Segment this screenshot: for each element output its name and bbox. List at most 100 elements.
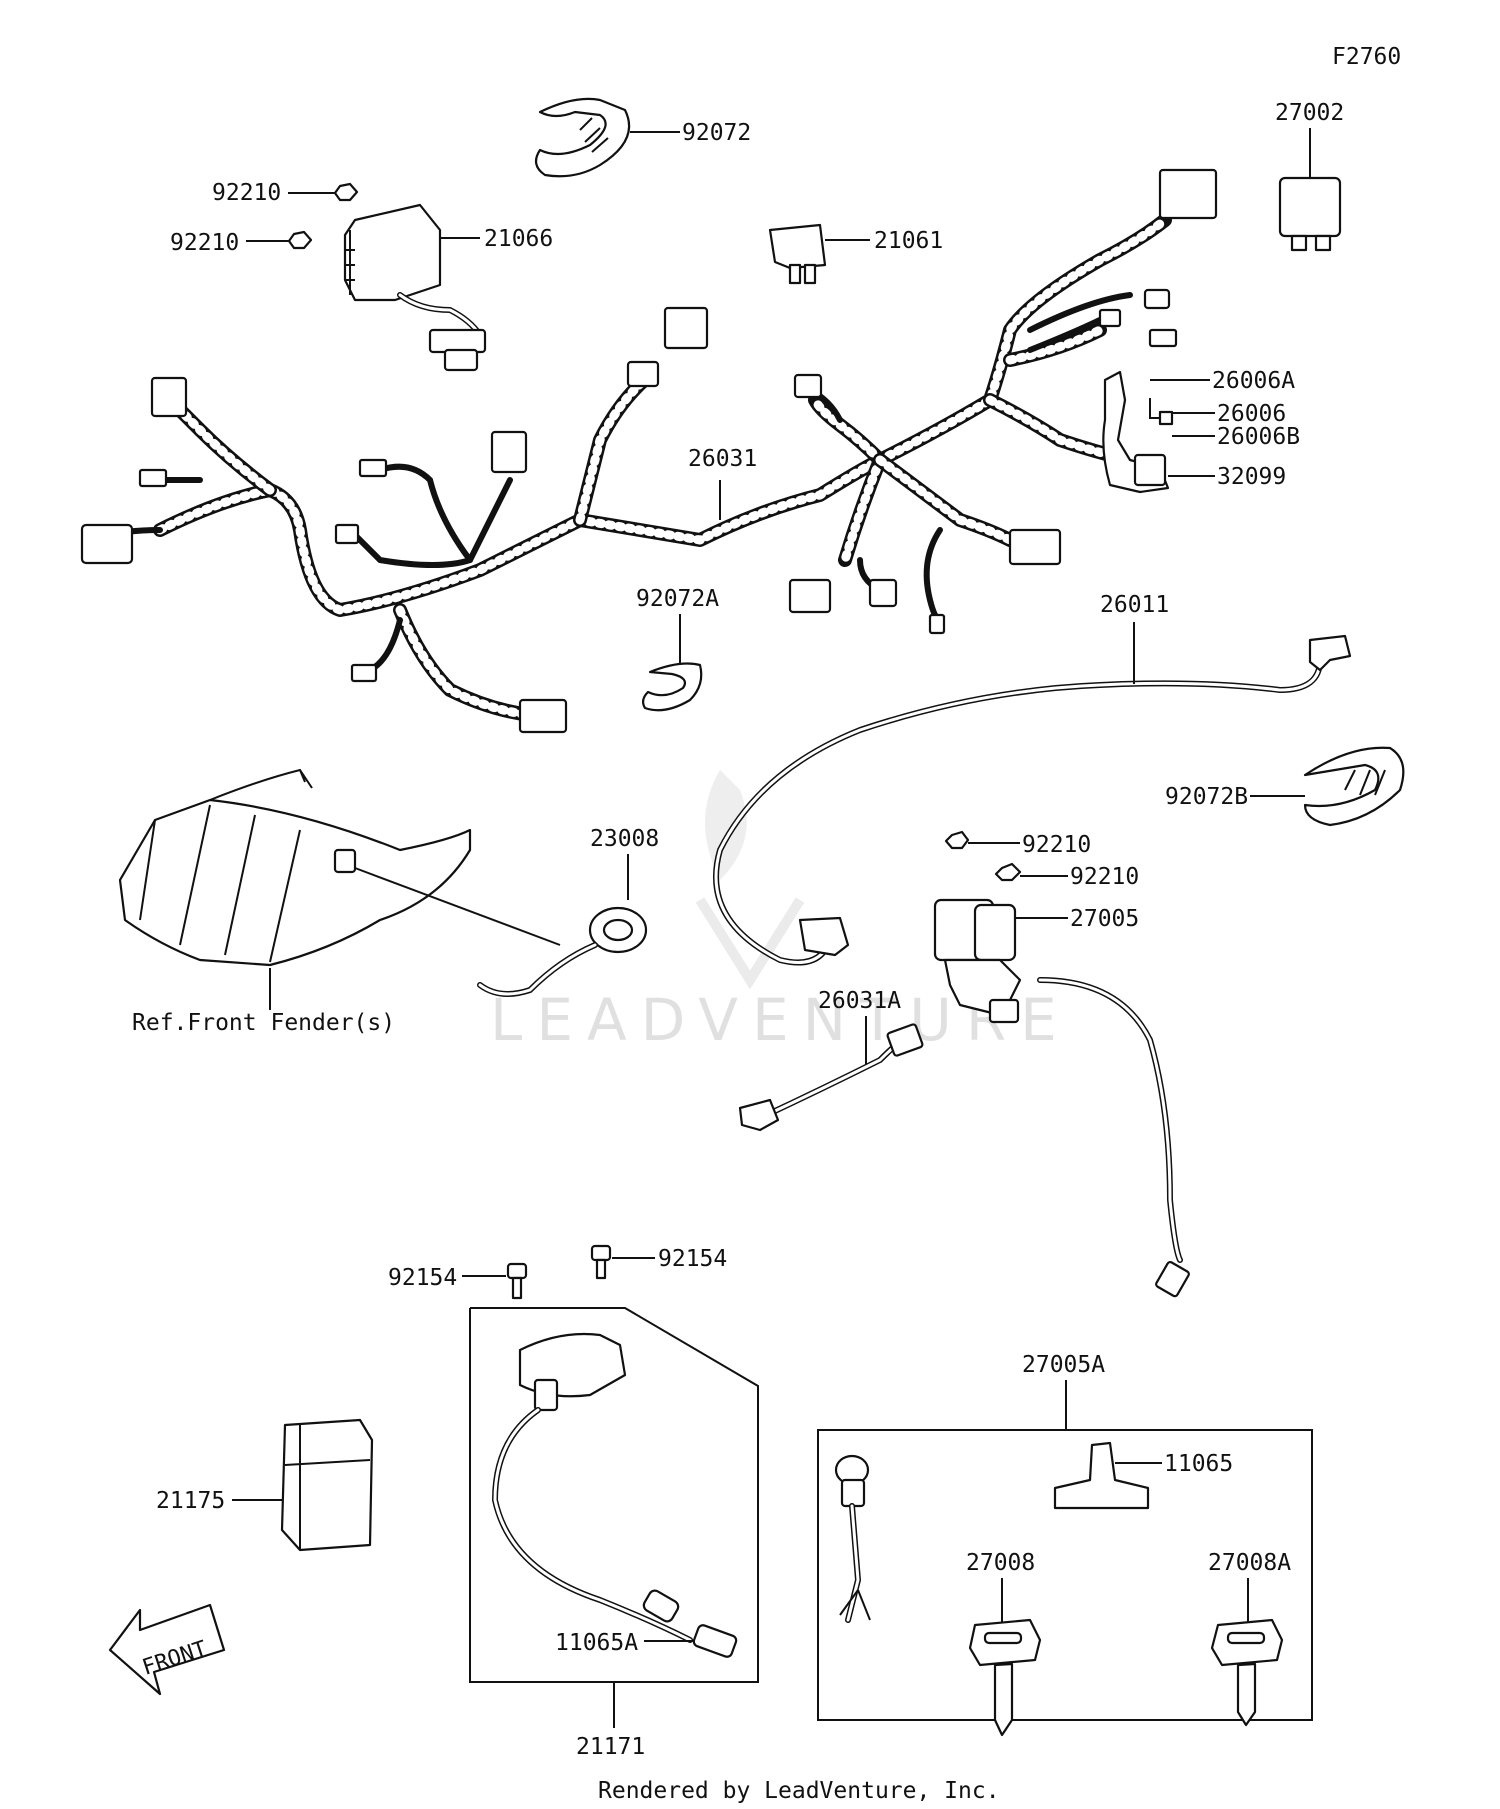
terminal-icon xyxy=(358,458,388,478)
fender-icon xyxy=(118,798,472,967)
label-ref-front-fender: Ref.Front Fender(s) xyxy=(132,1010,395,1036)
label-11065: 11065 xyxy=(1164,1451,1233,1477)
label-21061: 21061 xyxy=(874,228,943,254)
label-92072A: 92072A xyxy=(636,586,719,612)
label-32099: 32099 xyxy=(1217,464,1286,490)
connector-icon xyxy=(443,348,479,372)
connector-icon xyxy=(788,578,832,614)
label-27005: 27005 xyxy=(1070,906,1139,932)
label-21175: 21175 xyxy=(156,1488,225,1514)
part-26031A[interactable]: 26031A xyxy=(738,988,924,1132)
connector-icon xyxy=(150,376,188,418)
bracket-icon xyxy=(1102,370,1170,494)
connector-icon xyxy=(490,430,528,474)
label-26006A: 26006A xyxy=(1212,368,1295,394)
switch-icon xyxy=(1133,453,1167,487)
watermark-flame-icon xyxy=(705,770,747,880)
part-92210-d[interactable]: 92210 xyxy=(994,862,1139,890)
fuse-pin-icon xyxy=(788,263,802,285)
label-27005A: 27005A xyxy=(1022,1352,1105,1378)
part-92154-a[interactable]: 92154 xyxy=(388,1262,528,1300)
connector-icon xyxy=(1155,1261,1190,1298)
bolt-icon xyxy=(590,1244,612,1262)
terminal-icon xyxy=(798,916,850,957)
terminal-icon xyxy=(1148,328,1178,348)
part-92210-b[interactable]: 92210 xyxy=(170,230,313,256)
label-27008A: 27008A xyxy=(1208,1550,1291,1576)
spark-plug-cap-icon xyxy=(642,1589,680,1623)
fuse-pin-icon xyxy=(803,263,817,285)
label-26031: 26031 xyxy=(688,446,757,472)
terminal-icon xyxy=(334,523,360,545)
watermark-v-icon xyxy=(695,897,805,990)
label-92072B: 92072B xyxy=(1165,784,1248,810)
part-21061[interactable]: 21061 xyxy=(768,223,943,285)
front-arrow: FRONT xyxy=(108,1603,226,1696)
key-blade-icon xyxy=(1236,1662,1257,1727)
part-92072B[interactable]: 92072B xyxy=(1165,746,1405,827)
label-23008: 23008 xyxy=(590,826,659,852)
connector-icon xyxy=(626,360,660,388)
part-26031-harness[interactable]: 26031 xyxy=(80,168,1218,734)
regulator-fins-icon xyxy=(345,230,355,295)
label-26031A: 26031A xyxy=(818,988,901,1014)
terminal-icon xyxy=(138,468,168,488)
part-27005[interactable]: 27005 xyxy=(933,898,1190,1298)
kit-outline-27005A xyxy=(817,1429,1313,1721)
regulator-body-icon xyxy=(343,203,442,302)
part-27005A[interactable]: 27005A 11065 27008 27008A xyxy=(817,1352,1313,1737)
band-clamp-teeth-icon xyxy=(579,117,609,153)
nut-icon xyxy=(287,230,313,250)
label-21171: 21171 xyxy=(576,1734,645,1760)
label-92210-c: 92210 xyxy=(1022,832,1091,858)
label-27008: 27008 xyxy=(966,1550,1035,1576)
label-92210-d: 92210 xyxy=(1070,864,1139,890)
label-92210-a: 92210 xyxy=(212,180,281,206)
part-26011[interactable]: 26011 xyxy=(713,592,1352,966)
connector-icon xyxy=(1158,168,1218,220)
part-92210-c[interactable]: 92210 xyxy=(944,830,1091,858)
part-23008[interactable]: 23008 xyxy=(477,826,659,997)
bolt-shank-icon xyxy=(511,1276,523,1300)
nut-icon xyxy=(333,182,359,202)
part-92154-b[interactable]: 92154 xyxy=(590,1244,727,1280)
connector-icon xyxy=(80,523,134,565)
connector-icon xyxy=(868,578,898,608)
key-cap-icon xyxy=(1053,1441,1150,1510)
fender-slot-icon xyxy=(333,848,357,874)
terminal-icon xyxy=(350,663,378,683)
label-26011: 26011 xyxy=(1100,592,1169,618)
part-21171[interactable]: 11065A 21171 xyxy=(469,1307,759,1760)
connector-icon xyxy=(1008,528,1062,566)
band-clamp-icon xyxy=(641,662,703,712)
connector-icon xyxy=(1143,288,1171,310)
ref-front-fender: Ref.Front Fender(s) xyxy=(118,768,561,1036)
terminal-icon xyxy=(928,613,946,635)
part-92210-a[interactable]: 92210 xyxy=(212,180,359,206)
label-92072: 92072 xyxy=(682,120,751,146)
band-clamp-icon xyxy=(534,97,631,178)
part-27002[interactable]: 27002 xyxy=(1275,100,1344,252)
nut-icon xyxy=(944,830,970,850)
footer-credit: Rendered by LeadVenture, Inc. xyxy=(598,1778,1000,1804)
relay-pin-icon xyxy=(1290,234,1308,252)
connector-icon xyxy=(793,373,823,399)
key-blade-icon xyxy=(993,1662,1014,1737)
label-21066: 21066 xyxy=(484,226,553,252)
connector-icon xyxy=(663,306,709,350)
cdi-box-icon xyxy=(280,1418,374,1552)
part-32099-group[interactable]: 26006A 26006 26006B 32099 xyxy=(1102,368,1300,494)
label-26006B: 26006B xyxy=(1217,424,1300,450)
connector-icon xyxy=(886,1023,924,1057)
part-92072A[interactable]: 92072A xyxy=(636,586,719,712)
connector-icon xyxy=(428,328,487,354)
label-92210-b: 92210 xyxy=(170,230,239,256)
relay-pin-icon xyxy=(1314,234,1332,252)
part-21175[interactable]: 21175 xyxy=(156,1418,374,1552)
kit-outline-21171 xyxy=(469,1307,759,1683)
part-21066[interactable]: 21066 xyxy=(343,203,553,372)
bolt-shank-icon xyxy=(595,1258,607,1280)
screw-icon xyxy=(1158,410,1174,426)
part-92072[interactable]: 92072 xyxy=(534,97,751,178)
